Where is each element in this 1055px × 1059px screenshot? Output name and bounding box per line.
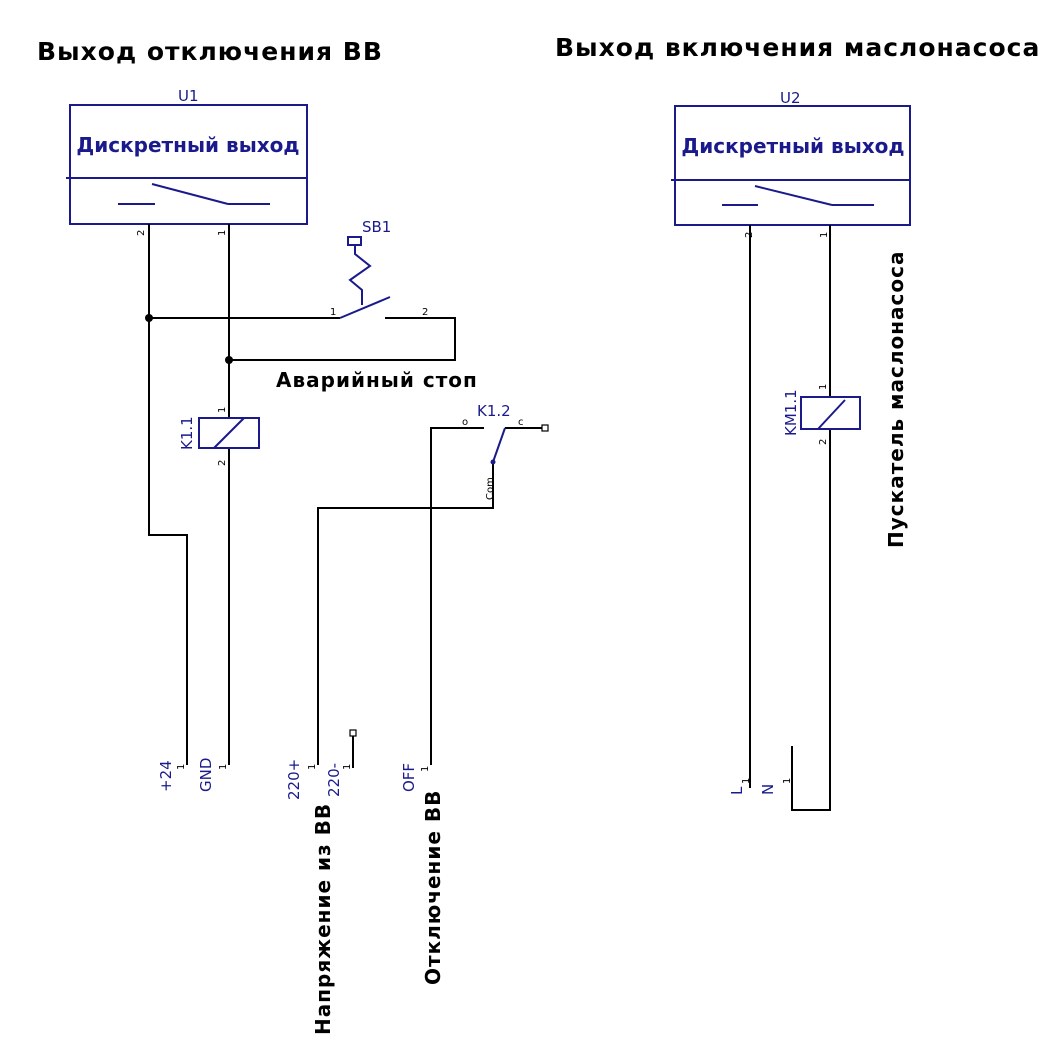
caption-voltage: Напряжение из ВВ: [311, 803, 335, 1035]
title-left: Выход отключения ВВ: [37, 37, 383, 66]
sb1-caption: Аварийный стоп: [276, 368, 478, 392]
svg-text:SB1: SB1: [362, 218, 391, 236]
sb1-emergency-stop: SB1 1 2 Аварийный стоп: [276, 218, 478, 392]
svg-text:1: 1: [818, 384, 829, 390]
k12-changeover-contact: K1.2 o c Com: [462, 402, 524, 500]
title-right: Выход включения маслонасоса: [555, 33, 1040, 62]
u2-ref: U2: [780, 89, 801, 107]
caption-trip: Отключение ВВ: [421, 790, 445, 985]
svg-text:o: o: [462, 417, 468, 428]
svg-text:1: 1: [342, 764, 353, 770]
svg-text:1: 1: [741, 778, 752, 784]
svg-text:c: c: [518, 417, 524, 428]
svg-text:1: 1: [218, 764, 229, 770]
terminals-right: L 1 N 1: [728, 778, 793, 795]
terminal-n: N: [759, 784, 777, 795]
svg-text:K1.1: K1.1: [178, 416, 196, 450]
relay-contact-icon: [118, 183, 270, 205]
svg-text:1: 1: [217, 230, 228, 236]
terminal-24v: +24: [157, 760, 175, 792]
svg-text:1: 1: [420, 766, 431, 772]
svg-text:2: 2: [422, 307, 428, 318]
svg-text:1: 1: [819, 232, 830, 238]
svg-text:1: 1: [782, 778, 793, 784]
terminal-220-plus: 220+: [285, 759, 303, 800]
svg-text:2: 2: [818, 439, 829, 445]
terminal-l: L: [728, 786, 746, 795]
u2-discrete-output: U2 Дискретный выход 2 1: [671, 89, 911, 238]
junction-dot: [145, 314, 153, 322]
u1-discrete-output: U1 Дискретный выход 2 1: [66, 87, 308, 236]
terminals-left: +24 1 GND 1 220+ 1 220- 1 OFF 1 Напряжен…: [157, 758, 445, 1035]
terminal-gnd: GND: [197, 758, 215, 792]
svg-text:KM1.1: KM1.1: [782, 389, 800, 436]
u1-name: Дискретный выход: [76, 133, 299, 157]
svg-text:2: 2: [136, 230, 147, 236]
svg-text:K1.2: K1.2: [477, 402, 511, 420]
svg-text:1: 1: [217, 407, 228, 413]
u2-name: Дискретный выход: [681, 134, 904, 158]
svg-text:Com: Com: [485, 477, 496, 500]
svg-text:2: 2: [217, 460, 228, 466]
k11-relay-coil: K1.1 1 2: [178, 407, 260, 466]
svg-text:1: 1: [330, 307, 336, 318]
junction-dot: [225, 356, 233, 364]
wires-right: [749, 225, 831, 811]
km11-contactor-coil: KM1.1 1 2 Пускатель маслонасоса: [782, 251, 908, 548]
terminal-220-minus: 220-: [325, 763, 343, 797]
relay-contact-icon: [722, 185, 874, 206]
u1-ref: U1: [178, 87, 199, 105]
svg-text:1: 1: [307, 764, 318, 770]
svg-text:1: 1: [176, 764, 187, 770]
km11-caption: Пускатель маслонасоса: [884, 251, 908, 548]
wires-left: [145, 224, 549, 768]
terminal-off: OFF: [400, 763, 418, 792]
